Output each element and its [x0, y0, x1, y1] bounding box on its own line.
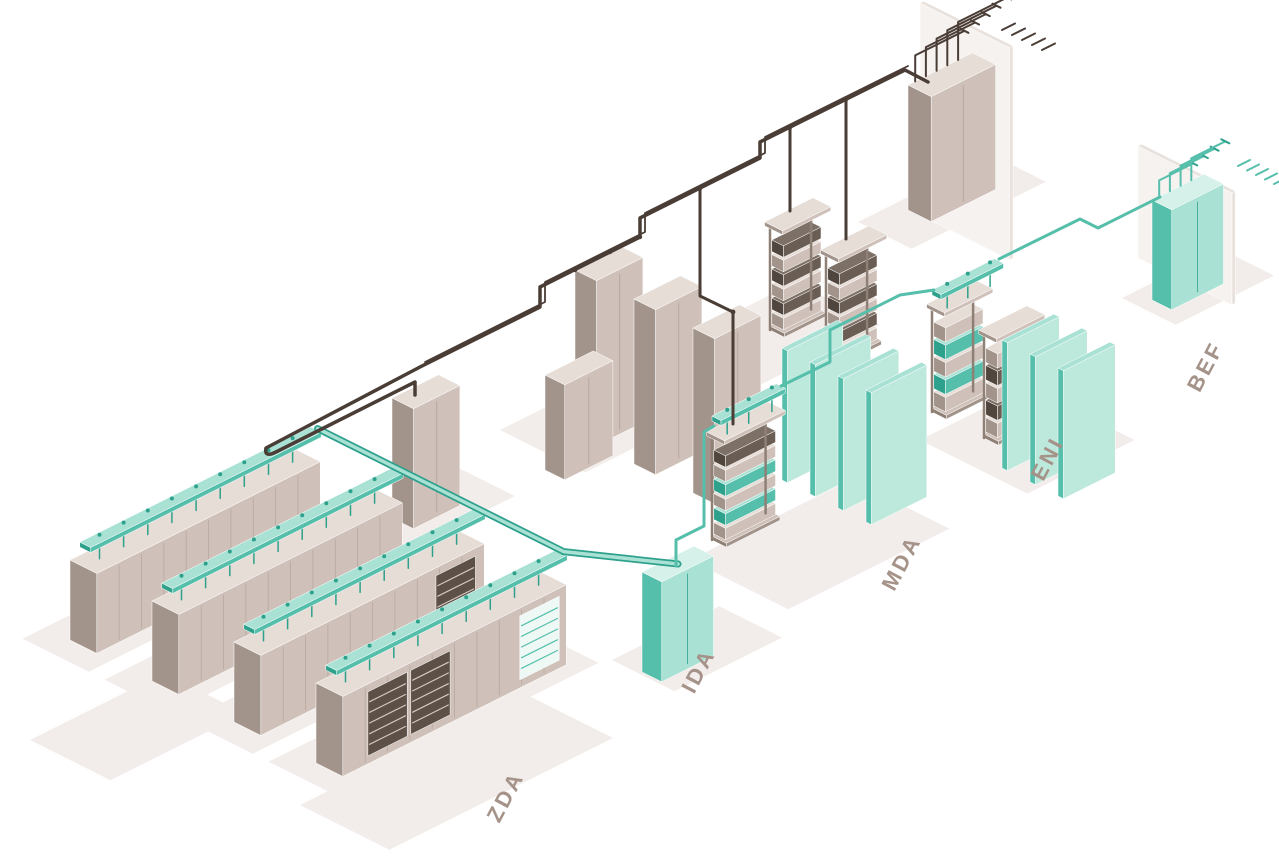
backbone-cabling-dark	[263, 0, 1056, 456]
zone-zda-racks	[69, 426, 568, 777]
zone-label-bef: BEF	[1182, 337, 1229, 396]
isometric-artwork	[22, 0, 1279, 850]
server-rack-row	[315, 549, 568, 777]
backbone-entrance-zone	[907, 0, 1014, 261]
horizontal-cabling-teal	[314, 138, 1279, 568]
zone-eni-structures	[926, 258, 1116, 500]
zone-mda-structures	[706, 320, 928, 548]
server-rack-row	[233, 508, 486, 736]
zone-bef-structures	[1137, 143, 1236, 311]
